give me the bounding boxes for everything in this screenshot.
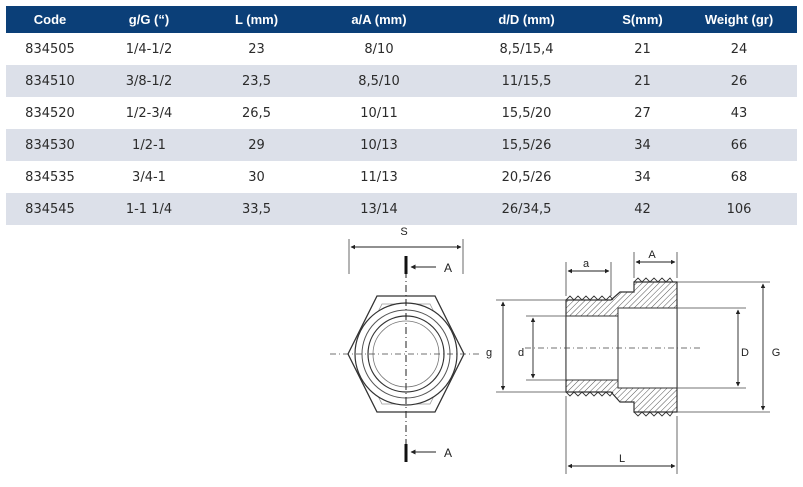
cell-thread-depth: 13/14: [309, 193, 449, 225]
cell-weight: 24: [681, 33, 797, 65]
cell-weight: 66: [681, 129, 797, 161]
cell-thread-depth: 8/10: [309, 33, 449, 65]
cell-bore: 20,5/26: [449, 161, 604, 193]
thread-teeth: [633, 277, 674, 283]
cell-thread-depth: 8,5/10: [309, 65, 449, 97]
cell-hex-size: 34: [604, 129, 681, 161]
label-l: L: [619, 453, 625, 465]
header-bore: d/D (mm): [449, 6, 604, 33]
cell-length: 29: [204, 129, 309, 161]
cell-length: 23,5: [204, 65, 309, 97]
header-thread: g/G (“): [94, 6, 204, 33]
cell-thread-depth: 10/11: [309, 97, 449, 129]
cell-thread: 3/8-1/2: [94, 65, 204, 97]
label-big-d: D: [741, 347, 749, 359]
cell-code: 834505: [6, 33, 94, 65]
header-thread-depth: a/A (mm): [309, 6, 449, 33]
cell-bore: 26/34,5: [449, 193, 604, 225]
cell-code: 834510: [6, 65, 94, 97]
specification-table: Code g/G (“) L (mm) a/A (mm) d/D (mm) S(…: [6, 6, 797, 225]
side-view: a A g d D G L: [486, 249, 780, 474]
label-d: d: [518, 347, 524, 359]
cell-code: 834520: [6, 97, 94, 129]
cell-code: 834530: [6, 129, 94, 161]
cell-weight: 43: [681, 97, 797, 129]
cell-length: 26,5: [204, 97, 309, 129]
table-row: 834545 1-1 1/4 33,5 13/14 26/34,5 42 106: [6, 193, 797, 225]
label-big-g: G: [772, 347, 781, 359]
cell-thread-depth: 11/13: [309, 161, 449, 193]
section-label-top: A: [444, 261, 452, 275]
cell-weight: 106: [681, 193, 797, 225]
cell-thread-depth: 10/13: [309, 129, 449, 161]
header-length: L (mm): [204, 6, 309, 33]
cell-code: 834545: [6, 193, 94, 225]
table-header-row: Code g/G (“) L (mm) a/A (mm) d/D (mm) S(…: [6, 6, 797, 33]
cell-thread: 1/4-1/2: [94, 33, 204, 65]
cell-length: 30: [204, 161, 309, 193]
label-g: g: [486, 347, 492, 359]
header-code: Code: [6, 6, 94, 33]
thread-teeth: [565, 295, 614, 301]
cell-bore: 15,5/26: [449, 129, 604, 161]
cell-hex-size: 42: [604, 193, 681, 225]
table-row: 834520 1/2-3/4 26,5 10/11 15,5/20 27 43: [6, 97, 797, 129]
label-a: a: [583, 258, 590, 270]
table-row: 834530 1/2-1 29 10/13 15,5/26 34 66: [6, 129, 797, 161]
cell-hex-size: 27: [604, 97, 681, 129]
front-view: S A A: [330, 226, 482, 462]
cell-bore: 11/15,5: [449, 65, 604, 97]
cell-weight: 26: [681, 65, 797, 97]
technical-drawing: S A A: [330, 226, 780, 474]
thread-teeth: [565, 391, 614, 397]
cell-thread: 1/2-3/4: [94, 97, 204, 129]
thread-teeth: [633, 411, 674, 417]
cell-thread: 1-1 1/4: [94, 193, 204, 225]
cell-bore: 8,5/15,4: [449, 33, 604, 65]
cell-hex-size: 21: [604, 33, 681, 65]
table-row: 834505 1/4-1/2 23 8/10 8,5/15,4 21 24: [6, 33, 797, 65]
cell-hex-size: 34: [604, 161, 681, 193]
cell-bore: 15,5/20: [449, 97, 604, 129]
cell-length: 23: [204, 33, 309, 65]
cell-hex-size: 21: [604, 65, 681, 97]
header-weight: Weight (gr): [681, 6, 797, 33]
cell-thread: 3/4-1: [94, 161, 204, 193]
cell-length: 33,5: [204, 193, 309, 225]
cell-thread: 1/2-1: [94, 129, 204, 161]
header-hex-size: S(mm): [604, 6, 681, 33]
section-label-bottom: A: [444, 446, 452, 460]
table-row: 834535 3/4-1 30 11/13 20,5/26 34 68: [6, 161, 797, 193]
label-big-a: A: [648, 249, 656, 261]
table-row: 834510 3/8-1/2 23,5 8,5/10 11/15,5 21 26: [6, 65, 797, 97]
label-s: S: [400, 226, 407, 238]
cell-weight: 68: [681, 161, 797, 193]
cell-code: 834535: [6, 161, 94, 193]
